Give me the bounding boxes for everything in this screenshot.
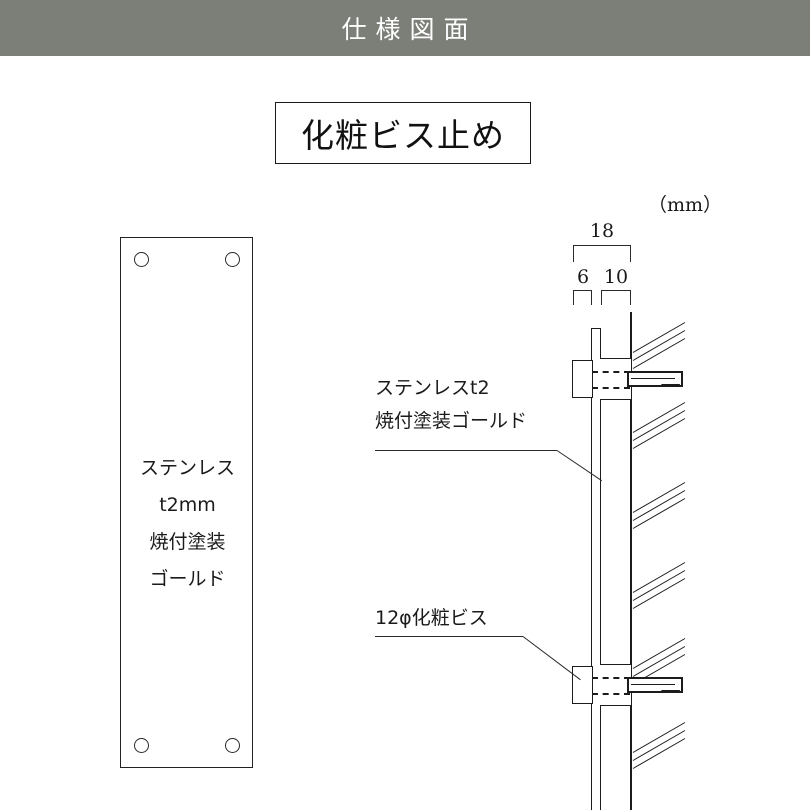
wall-hatch-line bbox=[632, 322, 686, 353]
panel-plate-front-face bbox=[591, 328, 592, 810]
dimension-bracket-overall bbox=[573, 245, 631, 262]
wall-hatch-line bbox=[632, 570, 686, 601]
annotation-material-line-1: ステンレスt2 bbox=[375, 377, 490, 399]
wall-hatch-line bbox=[632, 722, 686, 753]
wall-hatch-line bbox=[632, 738, 686, 769]
subtitle-label: 化粧ビス止め bbox=[301, 116, 505, 155]
wall-hatch-line bbox=[632, 578, 686, 609]
wall-hatch-line bbox=[632, 402, 686, 433]
dimension-bracket-screw-head-offset bbox=[573, 290, 592, 305]
annotation-material-note: ステンレスt2 焼付塗装ゴールド bbox=[375, 372, 527, 438]
wall-hatch-line bbox=[632, 730, 686, 761]
wall-line bbox=[630, 312, 632, 810]
dimension-bracket-spacer-depth bbox=[601, 290, 631, 305]
front-elevation-panel: ステンレス t2mm 焼付塗装 ゴールド bbox=[120, 237, 253, 768]
screw-shaft-upper bbox=[627, 371, 684, 387]
dimension-label-screw-head-offset: 6 bbox=[576, 266, 590, 288]
leader-line-material-diagonal bbox=[556, 450, 603, 482]
panel-spec-text: ステンレス t2mm 焼付塗装 ゴールド bbox=[121, 450, 254, 598]
annotation-screw-line-1: 12φ化粧ビス bbox=[375, 607, 488, 629]
wall-hatch-line bbox=[632, 638, 686, 669]
annotation-screw-note: 12φ化粧ビス bbox=[375, 602, 488, 635]
screw-hole-top-left bbox=[134, 252, 149, 267]
panel-spec-line-4: ゴールド bbox=[149, 568, 226, 590]
wall-hatch-line bbox=[632, 418, 686, 449]
screw-head-lower bbox=[572, 666, 593, 704]
wall-hatch-line bbox=[632, 562, 686, 593]
hidden-thread-line-lower-top bbox=[592, 677, 630, 679]
wall-hatch-line bbox=[632, 646, 686, 677]
wall-hatch-line bbox=[632, 482, 686, 513]
header-bar: 仕様図面 bbox=[0, 0, 810, 56]
screw-shaft-inner-line-lower bbox=[631, 684, 675, 685]
subtitle-box: 化粧ビス止め bbox=[275, 102, 531, 164]
screw-shaft-inner-line-upper bbox=[631, 378, 675, 379]
screw-head-upper bbox=[572, 360, 593, 398]
screw-shaft-taper-lower bbox=[661, 684, 684, 691]
wall-hatch-line bbox=[632, 330, 686, 361]
units-note: （mm） bbox=[648, 194, 723, 216]
screw-shaft-taper-upper bbox=[661, 378, 684, 385]
hidden-thread-line-upper-bottom bbox=[592, 387, 630, 389]
leader-line-material-horizontal bbox=[375, 450, 557, 451]
wall-hatch-line bbox=[632, 338, 686, 369]
panel-spec-line-2: t2mm bbox=[159, 494, 216, 516]
panel-spec-line-1: ステンレス bbox=[139, 457, 235, 479]
leader-line-screw-diagonal bbox=[522, 636, 581, 681]
wall-hatch-line bbox=[632, 498, 686, 529]
dimension-label-overall: 18 bbox=[589, 220, 615, 242]
wall-hatch-line bbox=[632, 490, 686, 521]
hidden-thread-line-lower-bottom bbox=[592, 693, 630, 695]
panel-plate-top-edge bbox=[591, 328, 601, 329]
screw-hole-top-right bbox=[225, 252, 240, 267]
leader-line-screw-horizontal bbox=[375, 636, 523, 637]
panel-spec-line-3: 焼付塗装 bbox=[149, 531, 226, 553]
page-title: 仕様図面 bbox=[341, 15, 478, 44]
hidden-thread-line-upper-top bbox=[592, 371, 630, 373]
screw-hole-bottom-right bbox=[225, 738, 240, 753]
dimension-label-spacer-depth: 10 bbox=[603, 266, 629, 288]
wall-hatch-line bbox=[632, 410, 686, 441]
annotation-material-line-2: 焼付塗装ゴールド bbox=[375, 410, 528, 432]
screw-shaft-lower bbox=[627, 677, 684, 693]
screw-hole-bottom-left bbox=[134, 738, 149, 753]
panel-plate-back-face bbox=[600, 328, 601, 810]
